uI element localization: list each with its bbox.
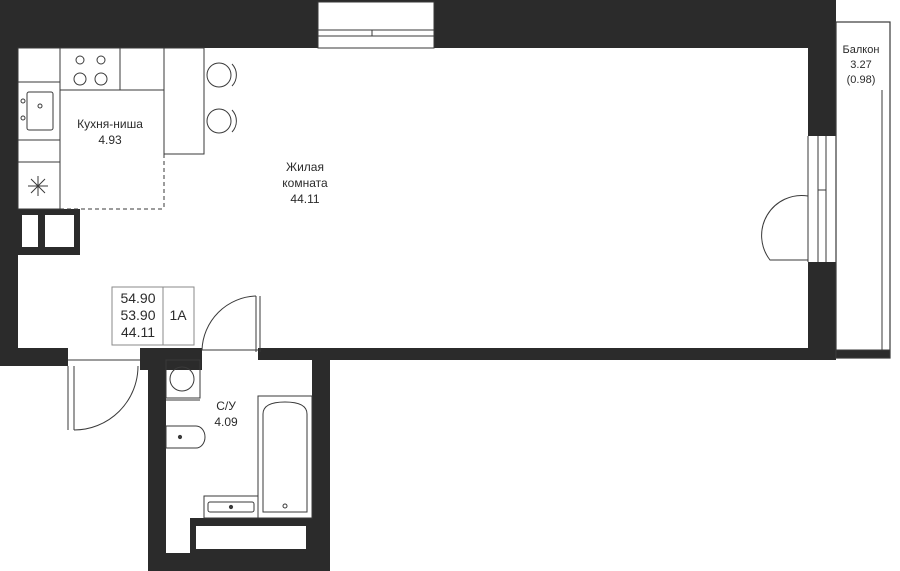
kitchen-area: 4.93	[98, 133, 122, 147]
summary-box	[111, 286, 195, 346]
bathroom-door	[201, 295, 261, 352]
kitchen-furniture	[17, 47, 237, 210]
balcony-label: Балкон 3.27 (0.98)	[836, 43, 886, 88]
living-room-area: 44.11	[290, 192, 320, 206]
vent-cells	[22, 215, 306, 549]
living-room-name-line2: комната	[282, 176, 328, 190]
top-window	[317, 1, 435, 49]
entrance-door	[67, 359, 140, 431]
balcony-area-reduced: (0.98)	[846, 74, 876, 86]
kitchen-name: Кухня-ниша	[77, 117, 143, 131]
walls	[0, 0, 836, 571]
living-room-label: Жилая комната 44.11	[260, 159, 350, 207]
living-room-name-line1: Жилая	[286, 160, 324, 174]
bathroom-area: 4.09	[214, 415, 238, 429]
summary-areas: 54.90 53.90 44.11	[115, 290, 161, 341]
balcony-name: Балкон	[842, 44, 880, 56]
kitchen-label: Кухня-ниша 4.93	[62, 116, 158, 148]
bathroom-fixtures	[165, 359, 313, 519]
total-area: 54.90	[120, 290, 156, 306]
apartment-type: 1А	[169, 307, 187, 323]
bathroom-label: С/У 4.09	[206, 398, 246, 430]
living-area: 44.11	[121, 324, 155, 340]
area-without-balcony: 53.90	[120, 307, 156, 323]
bathroom-name: С/У	[216, 399, 236, 413]
balcony	[835, 21, 891, 359]
balcony-door	[761, 136, 827, 262]
balcony-area: 3.27	[850, 59, 872, 71]
